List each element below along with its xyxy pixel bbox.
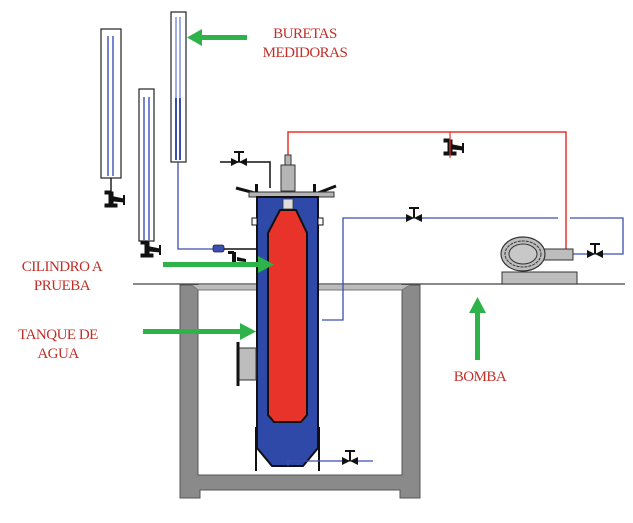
label-buretas: BURETAS MEDIDORAS bbox=[262, 26, 348, 61]
valve-drain bbox=[342, 450, 358, 465]
burette-3 bbox=[170, 11, 187, 163]
burette-2 bbox=[138, 88, 155, 242]
valve-pump-outlet bbox=[587, 243, 603, 258]
pressure-line bbox=[287, 131, 567, 250]
pump bbox=[500, 236, 578, 285]
water-return-line bbox=[322, 217, 558, 321]
valve-burette-2 bbox=[140, 240, 161, 258]
burette-1 bbox=[100, 28, 122, 192]
label-cilindro: CILINDRO A PRUEBA bbox=[21, 259, 103, 294]
test-cylinder bbox=[267, 209, 308, 423]
arrow-bomba bbox=[469, 297, 486, 360]
coupling bbox=[212, 244, 225, 253]
burette-line bbox=[177, 162, 213, 250]
water-tank-pit bbox=[179, 284, 421, 499]
side-nozzle bbox=[237, 347, 257, 381]
vent-line bbox=[220, 161, 271, 188]
arrow-tanque bbox=[143, 323, 256, 340]
arrow-cilindro bbox=[163, 256, 274, 273]
label-tanque: TANQUE DE AGUA bbox=[18, 327, 98, 362]
arrow-buretas bbox=[187, 29, 247, 46]
label-bomba: BOMBA bbox=[453, 369, 507, 385]
valve-vent bbox=[231, 151, 247, 166]
valve-pressure-line bbox=[443, 138, 464, 156]
valve-return bbox=[406, 207, 422, 222]
valve-burette-1 bbox=[104, 190, 125, 208]
